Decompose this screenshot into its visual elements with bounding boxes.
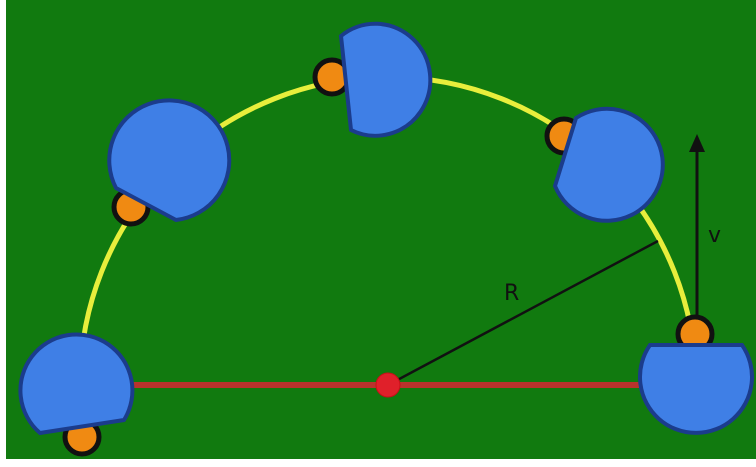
robot-5-body bbox=[638, 343, 754, 435]
robot-3 bbox=[312, 21, 433, 138]
velocity-arrow bbox=[689, 134, 705, 330]
robot-2-body bbox=[107, 98, 232, 223]
center-point bbox=[375, 372, 401, 398]
robot-3-body bbox=[338, 21, 433, 138]
velocity-label: v bbox=[708, 223, 721, 248]
radius-line bbox=[387, 239, 659, 387]
robot-5 bbox=[638, 314, 754, 435]
robot-1 bbox=[18, 332, 135, 457]
robot-2 bbox=[107, 98, 232, 227]
robot-4-body bbox=[552, 106, 665, 223]
robot-4 bbox=[544, 106, 665, 223]
robot-1-body bbox=[18, 332, 135, 436]
radius-label: R bbox=[504, 281, 519, 306]
